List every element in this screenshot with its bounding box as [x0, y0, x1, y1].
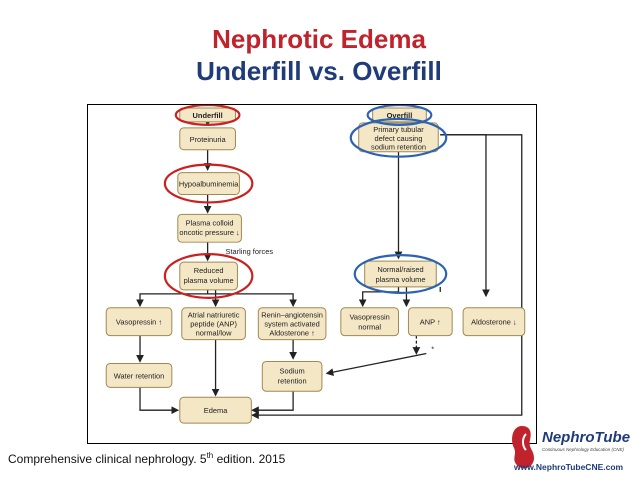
- label-reduced-volume-2: plasma volume: [184, 276, 234, 285]
- blue-ring-overfill: [366, 105, 433, 126]
- citation-sup: th: [206, 451, 214, 460]
- label-edema: Edema: [204, 406, 228, 415]
- box-normal-volume: [364, 260, 437, 288]
- label-vasopressin-normal-2: normal: [358, 323, 381, 332]
- label-hypoalbuminemia: Hypoalbuminemia: [179, 180, 239, 189]
- citation: Comprehensive clinical nephrology. 5th e…: [8, 451, 285, 466]
- red-ring-hypoalbuminemia: [163, 163, 254, 204]
- label-proteinuria: Proteinuria: [190, 135, 227, 144]
- label-asterisk: *: [431, 345, 434, 354]
- label-plasma-colloid-1: Plasma colloid: [186, 218, 234, 227]
- label-vasopressin-up: Vasopressin ↑: [116, 318, 162, 327]
- label-plasma-colloid-2: oncotic pressure ↓: [179, 228, 239, 237]
- nephrotube-logo: NephroTube Continuous Nephrology Educati…: [512, 426, 630, 472]
- label-aldosterone-down: Aldosterone ↓: [471, 318, 516, 327]
- label-anp-left-1: Atrial natriuretic: [188, 311, 240, 320]
- citation-text: Comprehensive clinical nephrology. 5: [8, 452, 207, 466]
- label-water-retention: Water retention: [114, 371, 165, 380]
- box-hypoalbuminemia: [177, 172, 240, 195]
- box-sodium-retention: [261, 360, 323, 392]
- box-underfill-header: [179, 107, 236, 123]
- label-underfill-header: Underfill: [193, 111, 223, 120]
- label-primary-defect-1: Primary tubular: [373, 125, 424, 134]
- label-anp-left-2: peptide (ANP): [190, 320, 237, 329]
- box-edema: [179, 396, 252, 424]
- box-aldosterone-down: [462, 307, 526, 337]
- blue-ring-primary-defect: [349, 117, 448, 158]
- label-raas-3: Aldosterone ↑: [269, 329, 314, 338]
- title-line-1: Nephrotic Edema: [212, 24, 426, 54]
- label-raas-2: system activated: [264, 320, 319, 329]
- label-vasopressin-normal-1: Vasopressin: [349, 313, 389, 322]
- highlight-rings: [163, 105, 448, 299]
- box-raas: [257, 307, 327, 341]
- logo-tagline: Continuous Nephrology Education (CNE): [542, 447, 625, 452]
- logo-url: www.NephroTubeCNE.com: [513, 462, 624, 472]
- label-overfill-header: Overfill: [387, 111, 413, 120]
- label-raas-1: Renin–angiotensin: [261, 311, 323, 320]
- label-primary-defect-2: defect causing: [375, 134, 423, 143]
- label-normal-volume-1: Normal/raised: [377, 265, 423, 274]
- red-ring-underfill: [174, 105, 241, 126]
- label-anp-left-3: normal/low: [196, 329, 233, 338]
- box-anp-left: [181, 307, 246, 341]
- box-vasopressin-up: [105, 307, 173, 337]
- box-primary-defect: [358, 122, 439, 153]
- box-anp-up: [407, 307, 453, 337]
- nephrotic-edema-flowchart: Underfill Proteinuria Hypoalbuminemia Pl…: [87, 104, 537, 444]
- label-starling: Starling forces: [226, 247, 274, 256]
- box-vasopressin-normal: [340, 307, 399, 337]
- logo-brand: NephroTube: [542, 429, 630, 446]
- label-anp-up: ANP ↑: [420, 318, 441, 327]
- label-normal-volume-2: plasma volume: [375, 275, 425, 284]
- citation-tail: edition. 2015: [213, 452, 286, 466]
- label-primary-defect-3: sodium retention: [371, 143, 426, 152]
- blue-ring-normal-volume: [353, 254, 448, 294]
- box-water-retention: [105, 362, 173, 388]
- box-reduced-volume: [179, 261, 238, 291]
- label-sodium-retention-2: retention: [278, 376, 307, 385]
- label-sodium-retention-1: Sodium: [280, 366, 305, 375]
- flowchart-boxes: [105, 107, 526, 424]
- box-proteinuria: [179, 127, 236, 151]
- box-plasma-colloid: [177, 213, 242, 243]
- red-ring-reduced-volume: [163, 253, 254, 299]
- title-line-2: Underfill vs. Overfill: [196, 56, 442, 86]
- box-overfill-header: [372, 107, 427, 123]
- label-reduced-volume-1: Reduced: [194, 266, 224, 275]
